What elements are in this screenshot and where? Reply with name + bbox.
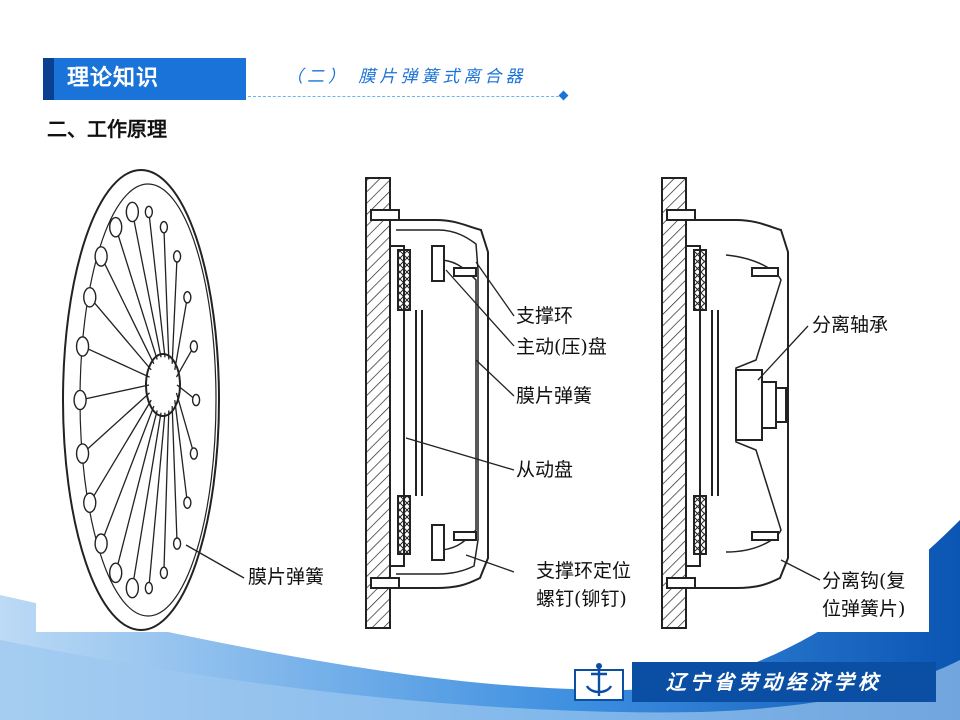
clutch-diagram: 膜片弹簧 支撑环 主动(压)盘 膜片弹簧 从动盘 支撑环定位 螺钉(铆钉) 分离… bbox=[36, 160, 929, 632]
footer-banner: 辽宁省劳动经济学校 bbox=[632, 662, 936, 702]
spring-finger bbox=[163, 227, 170, 360]
spring-hole bbox=[159, 566, 169, 580]
spring-hole bbox=[144, 581, 154, 595]
label-release-bearing: 分离轴承 bbox=[812, 314, 889, 336]
spring-hole bbox=[172, 537, 182, 550]
spring-finger bbox=[148, 211, 166, 358]
spring-hole bbox=[73, 389, 87, 411]
spring-finger bbox=[163, 410, 170, 573]
spring-finger bbox=[175, 346, 195, 378]
spring-finger bbox=[82, 345, 150, 378]
spring-hole bbox=[94, 246, 108, 267]
spring-hole bbox=[189, 447, 199, 460]
header-subtitle: （二） 膜片弹簧式离合器 bbox=[286, 67, 527, 87]
spring-hole bbox=[159, 220, 169, 234]
spring-hole bbox=[125, 577, 140, 599]
spring-finger bbox=[82, 392, 151, 455]
spring-finger bbox=[174, 297, 188, 370]
spring-hole bbox=[83, 286, 97, 308]
spring-finger bbox=[115, 410, 158, 573]
spring-finger bbox=[89, 296, 152, 371]
header-divider bbox=[248, 96, 564, 97]
label-pressure-plate: 主动(压)盘 bbox=[516, 336, 607, 358]
label-release-hook-1: 分离钩(复 bbox=[822, 570, 906, 592]
spring-finger bbox=[79, 384, 150, 401]
spring-finger bbox=[115, 226, 158, 360]
spring-finger bbox=[89, 399, 152, 504]
school-name: 辽宁省劳动经济学校 bbox=[666, 670, 882, 694]
label-support-ring: 支撑环 bbox=[516, 305, 574, 327]
leader-lines bbox=[185, 261, 821, 581]
spring-hole bbox=[189, 340, 199, 353]
label-diaphragm-spring: 膜片弹簧 bbox=[516, 385, 593, 407]
label-locating-screw-2: 螺钉(铆钉) bbox=[536, 588, 627, 610]
spring-hole bbox=[183, 290, 192, 304]
spring-finger bbox=[171, 406, 178, 544]
diaphragm-spring-disk bbox=[62, 169, 220, 631]
spring-hole bbox=[172, 250, 182, 263]
header-accent-bar bbox=[43, 58, 54, 100]
spring-finger bbox=[171, 256, 178, 364]
spring-finger bbox=[175, 392, 195, 454]
spring-finger bbox=[100, 256, 155, 365]
label-locating-screw-1: 支撑环定位 bbox=[536, 560, 632, 582]
spring-hole bbox=[94, 533, 108, 554]
clutch-section-released bbox=[661, 177, 789, 629]
spring-hole bbox=[109, 562, 123, 584]
section-title: 二、工作原理 bbox=[47, 117, 167, 141]
school-logo-icon bbox=[574, 663, 624, 701]
spring-hole bbox=[75, 336, 90, 357]
label-driven-plate: 从动盘 bbox=[516, 459, 574, 481]
spring-hole bbox=[83, 492, 97, 514]
spring-finger bbox=[148, 412, 166, 589]
spring-hole bbox=[144, 205, 154, 219]
spring-finger bbox=[131, 211, 162, 358]
spring-finger bbox=[174, 400, 188, 503]
spring-hole bbox=[75, 443, 90, 464]
label-left-spring: 膜片弹簧 bbox=[248, 566, 325, 588]
header-title: 理论知识 bbox=[67, 66, 160, 91]
spring-hole bbox=[183, 496, 192, 510]
clutch-drawing bbox=[62, 169, 821, 631]
spring-finger bbox=[131, 412, 162, 589]
clutch-section-engaged bbox=[365, 177, 489, 629]
label-release-hook-2: 位弹簧片) bbox=[822, 598, 906, 620]
spring-hole bbox=[109, 216, 123, 238]
spring-hole bbox=[125, 201, 140, 223]
spring-hole bbox=[191, 393, 201, 407]
header-tab: 理论知识 bbox=[43, 58, 246, 100]
spring-finger bbox=[100, 405, 155, 544]
